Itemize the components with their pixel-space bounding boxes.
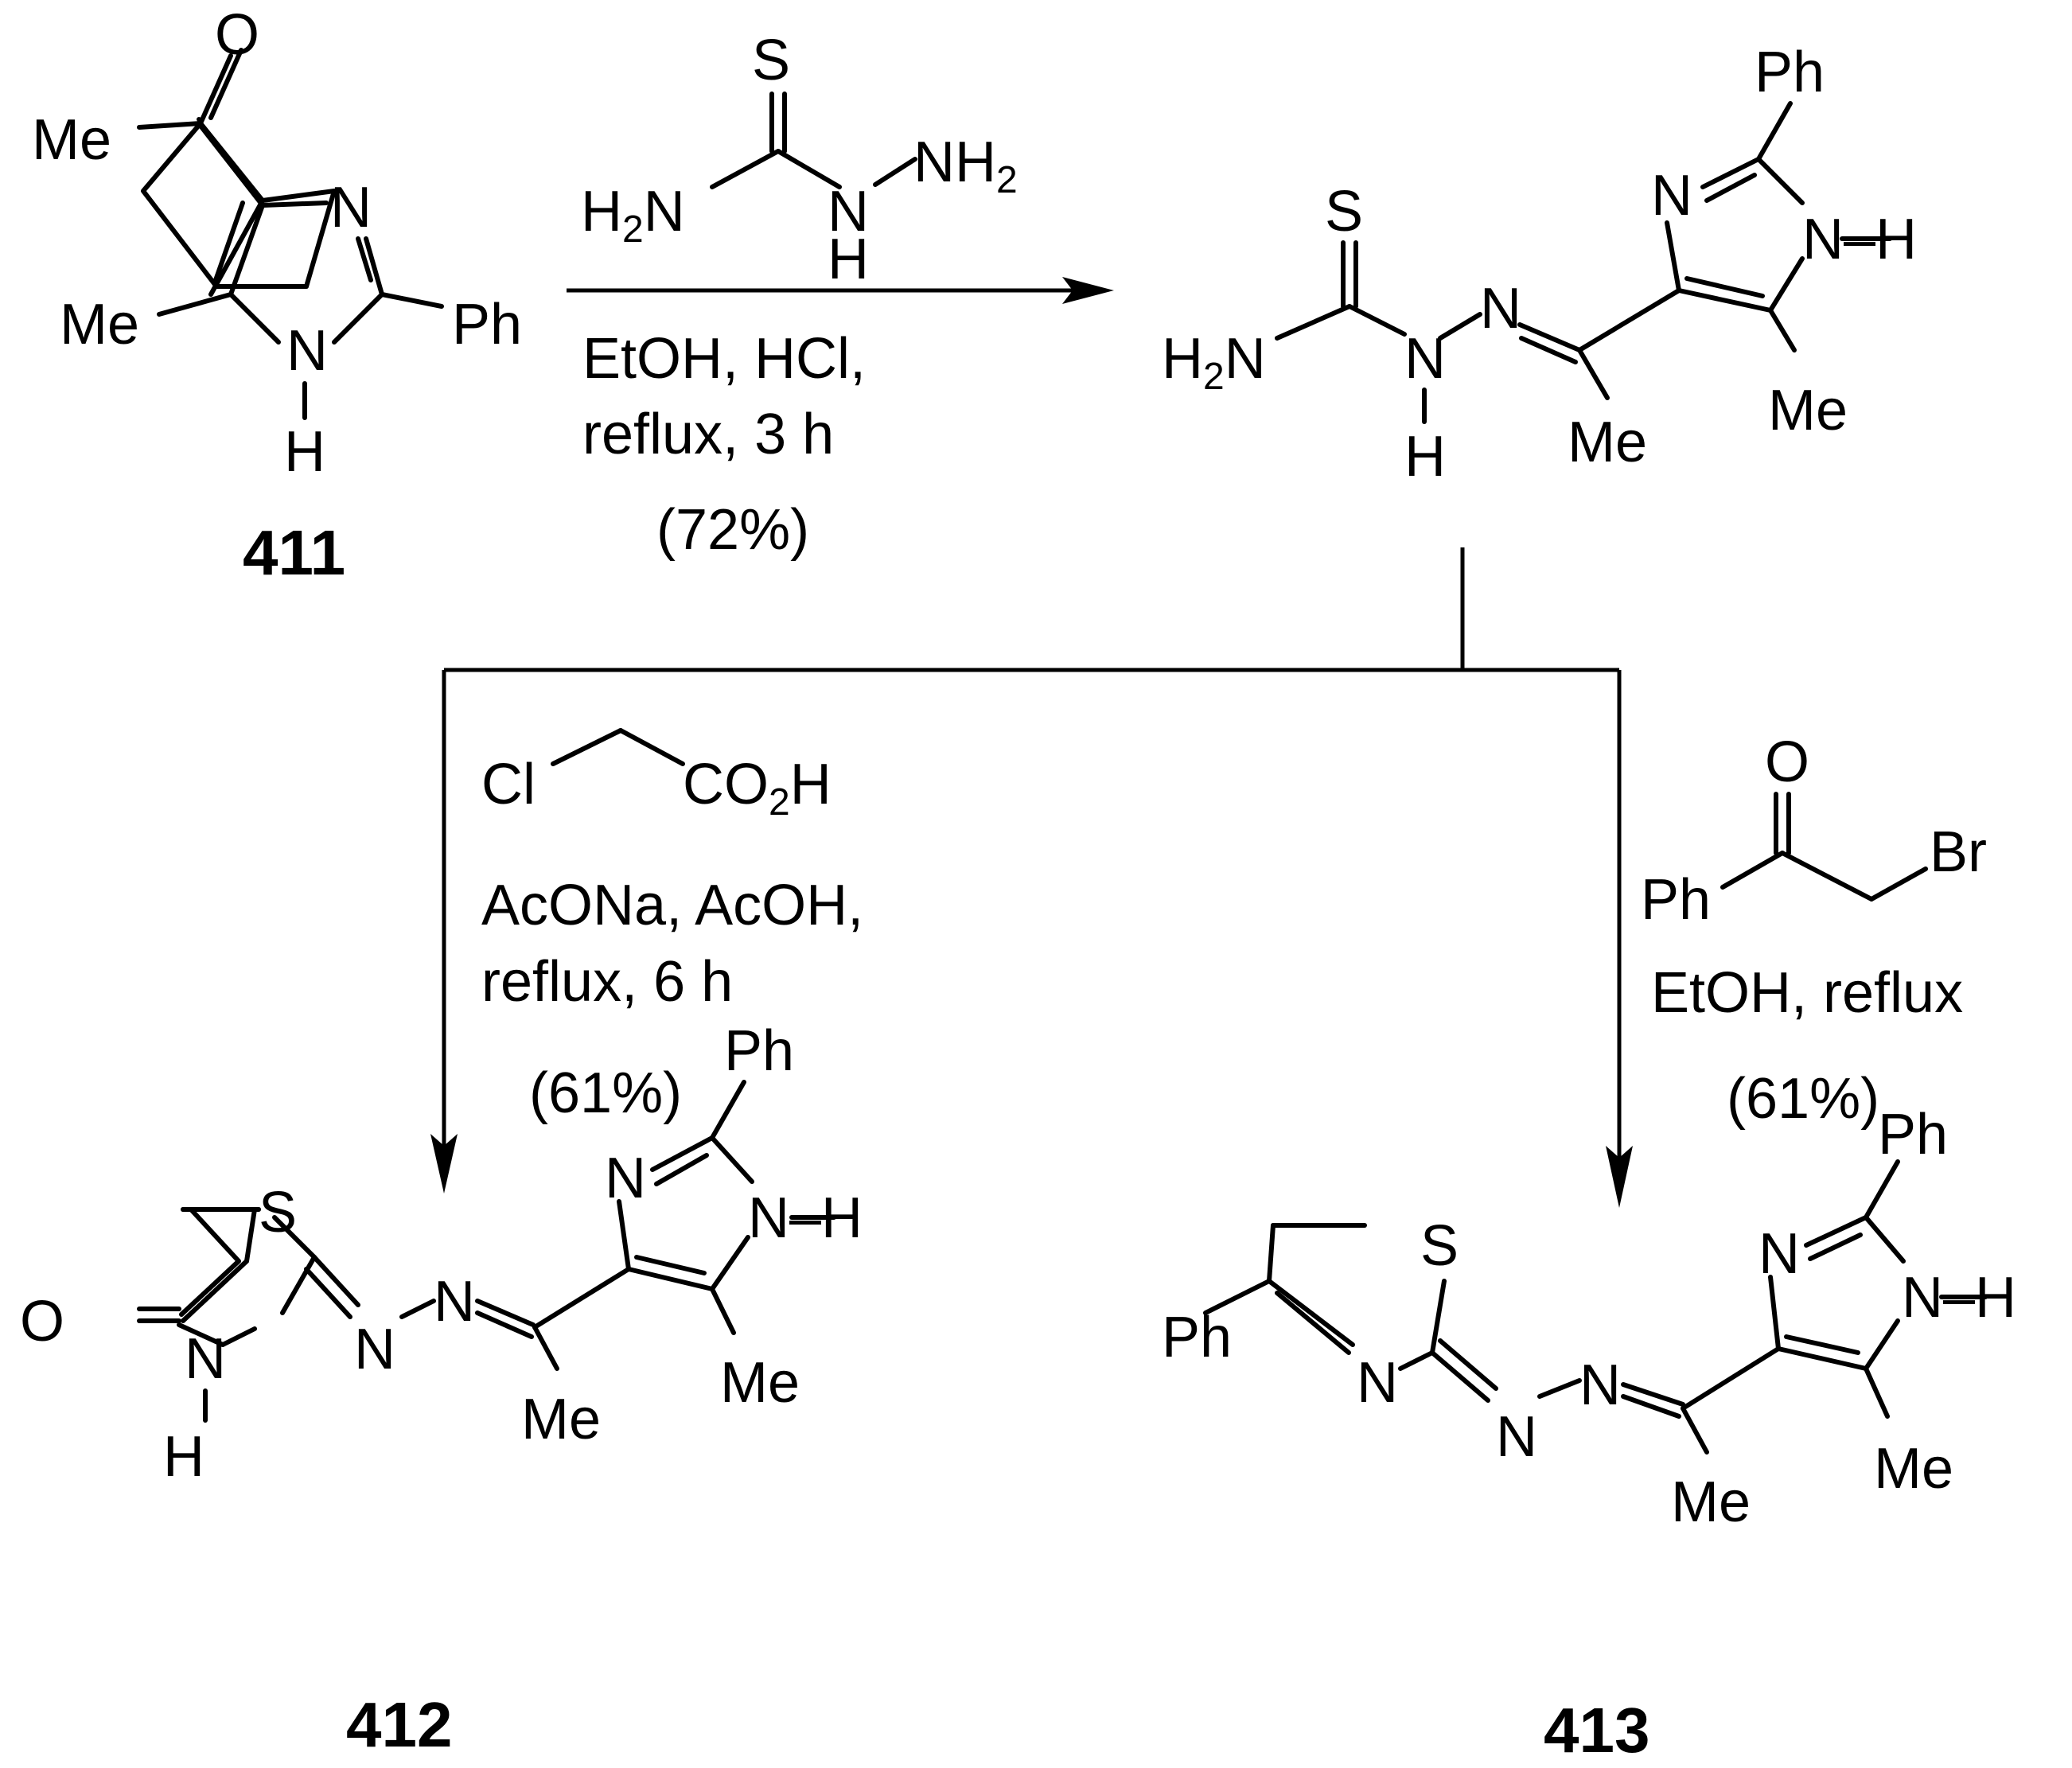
atom-Ph: Ph	[1162, 1306, 1232, 1369]
atom-N: N	[185, 1327, 226, 1391]
compound-413: S Ph N N N Me N N–H Me Ph 413	[1162, 1103, 2016, 1766]
step1-conditions: S H2N NH2 N H EtOH, HCl, reflux, 3 h (72…	[567, 29, 1114, 562]
atom-Me: Me	[521, 1388, 601, 1451]
atom-N: N	[286, 319, 328, 383]
atom-N: N	[1758, 1222, 1800, 1286]
atom-N: N	[605, 1147, 646, 1210]
atom-Ph: Ph	[452, 293, 522, 356]
atom-H: H	[163, 1425, 204, 1489]
atom-N: N	[1651, 164, 1692, 228]
yield-step3: (61%)	[1727, 1067, 1879, 1131]
conditions-step2-line2: reflux, 6 h	[481, 950, 733, 1014]
atom-S: S	[1325, 180, 1363, 243]
h2n-intermediate: H2N	[1162, 327, 1266, 398]
atom-N: N	[330, 176, 372, 239]
atom-S: S	[259, 1181, 297, 1244]
atom-Ph: Ph	[724, 1019, 794, 1083]
atom-N: N	[1480, 277, 1521, 341]
atom-N: N	[434, 1270, 475, 1334]
atom-O: O	[215, 3, 259, 67]
atom-N: N	[1357, 1351, 1398, 1415]
compound-number-413: 413	[1544, 1695, 1649, 1766]
conditions-step1-line2: reflux, 3 h	[582, 403, 834, 466]
atom-O: O	[20, 1290, 64, 1353]
conditions-step1-line1: EtOH, HCl,	[582, 327, 866, 391]
branch-arrows	[430, 547, 1633, 1208]
atom-S: S	[752, 29, 790, 92]
intermediate-thiosemicarbazone: S H2N N H N Me Ph N N–H Me	[1162, 41, 1917, 489]
nh2-right: NH2	[913, 130, 1018, 201]
atom-Ph: Ph	[1878, 1103, 1948, 1166]
compound-411: O Me N Me Ph N H 411	[32, 3, 522, 588]
atom-H: H	[284, 420, 325, 484]
step3-conditions: O Br Ph EtOH, reflux (61%)	[1641, 730, 1987, 1131]
atom-H: H	[828, 228, 869, 291]
atom-Me: Me	[1568, 411, 1647, 474]
atom-Me: Me	[32, 108, 111, 172]
atom-NH: N–H	[1902, 1266, 2016, 1330]
atom-Me: Me	[1671, 1470, 1751, 1534]
atom-Me: Me	[1874, 1437, 1953, 1501]
atom-Me: Me	[720, 1351, 800, 1415]
atom-NH: N–H	[748, 1186, 863, 1250]
atom-Me: Me	[60, 293, 139, 356]
atom-N: N	[354, 1318, 395, 1381]
compound-412: O S N H N N Me N N–H Me Ph 412	[20, 1019, 863, 1760]
compound-number-411: 411	[243, 517, 345, 588]
atom-Ph: Ph	[1641, 868, 1711, 932]
arrowhead-step1	[1062, 277, 1114, 304]
compound-number-412: 412	[346, 1689, 452, 1760]
atom-N: N	[1579, 1353, 1621, 1417]
atom-Ph: Ph	[1755, 41, 1825, 104]
atom-Br: Br	[1930, 820, 1987, 884]
co2h: CO2H	[683, 753, 832, 824]
atom-O: O	[1765, 730, 1809, 794]
arrowhead-right	[1606, 1146, 1633, 1208]
step2-conditions: Cl CO2H AcONa, AcOH, reflux, 6 h (61%)	[481, 728, 863, 1125]
atom-Cl: Cl	[481, 753, 536, 816]
conditions-step3-line1: EtOH, reflux	[1651, 961, 1963, 1025]
atom-S: S	[1420, 1214, 1459, 1278]
yield-step2: (61%)	[529, 1061, 682, 1125]
atom-N: N	[1496, 1405, 1537, 1469]
arrowhead-left	[430, 1134, 458, 1194]
atom-Me: Me	[1768, 379, 1848, 442]
atom-NH: N–H	[1802, 208, 1917, 271]
yield-step1: (72%)	[656, 498, 809, 562]
atom-H: H	[1404, 425, 1446, 489]
atom-N: N	[828, 180, 869, 243]
conditions-step2-line1: AcONa, AcOH,	[481, 874, 863, 937]
h2n-left: H2N	[581, 180, 685, 251]
